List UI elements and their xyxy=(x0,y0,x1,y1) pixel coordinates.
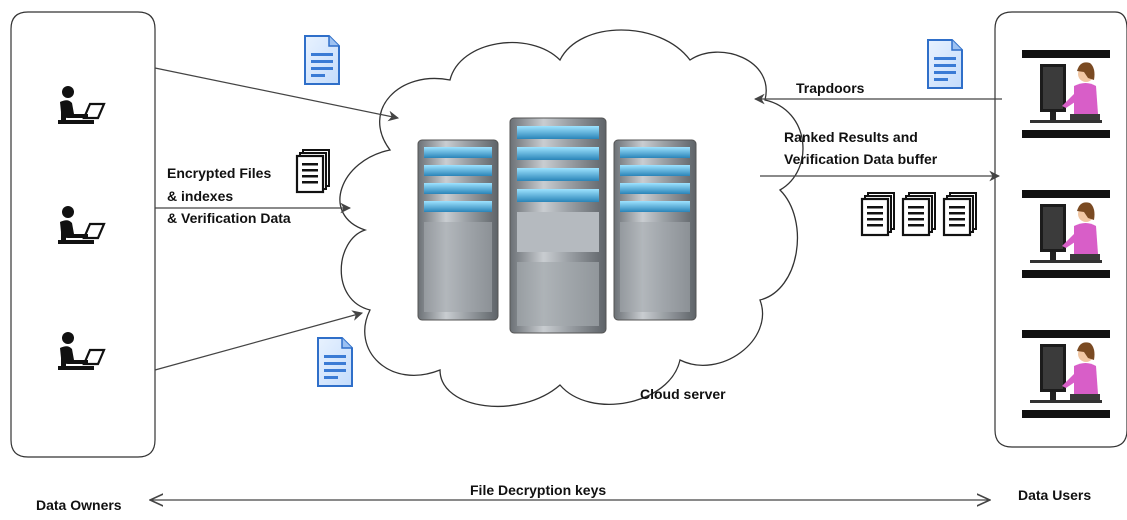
blue-document-icon-3 xyxy=(927,39,963,89)
owner-2-icon xyxy=(56,204,106,246)
data-owners-label: Data Owners xyxy=(36,497,122,513)
user-1-icon xyxy=(1022,50,1110,138)
blue-document-icon-2 xyxy=(317,337,353,387)
indexes-label: & indexes xyxy=(167,188,234,204)
blue-document-icon-1 xyxy=(304,35,340,85)
decryption-keys-label: File Decryption keys xyxy=(470,482,607,498)
verification-data-label: & Verification Data xyxy=(167,210,291,226)
user-3-icon xyxy=(1022,330,1110,418)
verification-buffer-label: Verification Data buffer xyxy=(784,151,938,167)
user-2-icon xyxy=(1022,190,1110,278)
data-users-label: Data Users xyxy=(1018,487,1092,503)
server-center-icon xyxy=(509,117,607,334)
trapdoors-label: Trapdoors xyxy=(796,80,865,96)
stacked-documents-icon-2 xyxy=(860,191,896,237)
owner-3-icon xyxy=(56,330,106,372)
ranked-results-label: Ranked Results and xyxy=(784,129,918,145)
stacked-documents-icon-1 xyxy=(295,148,331,194)
owner-1-arrow xyxy=(154,67,400,122)
encrypted-files-label: Encrypted Files xyxy=(167,165,272,181)
server-right-icon xyxy=(613,139,697,321)
server-left-icon xyxy=(417,139,499,321)
cloud-server-label: Cloud server xyxy=(640,386,726,402)
owner-3-arrow xyxy=(154,310,364,371)
owner-1-icon xyxy=(56,84,106,126)
owners-panel xyxy=(10,11,156,458)
stacked-documents-icon-4 xyxy=(942,191,978,237)
stacked-documents-icon-3 xyxy=(901,191,937,237)
users-panel xyxy=(994,11,1127,448)
